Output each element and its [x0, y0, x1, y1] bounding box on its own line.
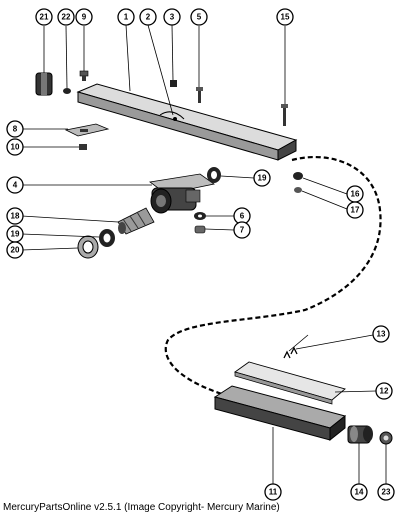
callout-label: 11 — [269, 488, 278, 497]
motor-housing-icon — [149, 173, 215, 214]
callout-label: 23 — [382, 488, 391, 497]
callout-13: 13 — [372, 325, 390, 343]
callout-label: 19 — [258, 174, 267, 183]
callout-15: 15 — [276, 8, 294, 26]
callout-3: 3 — [163, 8, 181, 26]
callout-label: 8 — [13, 125, 18, 134]
cap-nut-icon — [379, 431, 393, 445]
lock-nut-icon — [293, 172, 303, 193]
callout-label: 9 — [82, 13, 87, 22]
callout-label: 1 — [124, 13, 129, 22]
screw-icon — [79, 70, 89, 81]
callout-label: 17 — [351, 206, 360, 215]
leader-lines — [21, 24, 387, 484]
callout-label: 21 — [40, 13, 49, 22]
armature-sleeve-icon — [117, 207, 155, 235]
callout-label: 22 — [62, 13, 71, 22]
callout-1: 1 — [117, 8, 135, 26]
callout-label: 20 — [11, 246, 20, 255]
bracket-icon — [64, 123, 110, 137]
long-bolt-icon — [281, 104, 288, 126]
callout-4: 4 — [6, 176, 24, 194]
callout-20: 20 — [6, 241, 24, 259]
coupler-icon — [347, 425, 373, 444]
callout-label: 15 — [281, 13, 290, 22]
callout-19b: 19 — [6, 225, 24, 243]
callout-10: 10 — [6, 138, 24, 156]
callout-9: 9 — [75, 8, 93, 26]
ring-icon — [207, 167, 221, 183]
callout-12: 12 — [375, 382, 393, 400]
insert-icon — [170, 80, 177, 87]
mounting-rail-icon — [76, 83, 298, 161]
callout-22: 22 — [57, 8, 75, 26]
copyright-footer: MercuryPartsOnline v2.5.1 (Image Copyrig… — [3, 502, 280, 513]
callout-label: 19 — [11, 230, 20, 239]
nut-ring-icon — [77, 235, 99, 259]
callout-14: 14 — [350, 483, 368, 501]
callout-5: 5 — [190, 8, 208, 26]
callout-label: 6 — [240, 212, 245, 221]
flat-washer-icon — [194, 212, 206, 220]
callout-18: 18 — [6, 207, 24, 225]
callout-label: 16 — [351, 190, 360, 199]
retaining-ring-icon — [99, 229, 115, 247]
callout-label: 5 — [197, 13, 202, 22]
callout-8: 8 — [6, 120, 24, 138]
washer-icon — [63, 88, 71, 94]
callout-17: 17 — [346, 201, 364, 219]
tension-nut-icon — [35, 72, 53, 96]
cable-conduit-icon — [213, 385, 347, 442]
callout-label: 2 — [146, 13, 151, 22]
callout-label: 3 — [170, 13, 175, 22]
callout-21: 21 — [35, 8, 53, 26]
plastic-cover-icon — [233, 361, 346, 405]
dashed-cable-path — [164, 156, 382, 397]
callout-19a: 19 — [253, 169, 271, 187]
callout-23: 23 — [377, 483, 395, 501]
nut-icon — [79, 144, 87, 150]
callout-label: 4 — [13, 181, 18, 190]
callout-16: 16 — [346, 185, 364, 203]
callout-11: 11 — [264, 483, 282, 501]
callout-label: 14 — [355, 488, 364, 497]
bolt-icon — [196, 87, 203, 103]
callout-label: 7 — [240, 226, 245, 235]
small-nut-icon — [194, 225, 206, 234]
callout-label: 10 — [11, 143, 20, 152]
callout-label: 12 — [380, 387, 389, 396]
callout-label: 13 — [377, 330, 386, 339]
spring-contact-icon — [283, 346, 298, 359]
callout-label: 18 — [11, 212, 20, 221]
callout-7: 7 — [233, 221, 251, 239]
callout-2: 2 — [139, 8, 157, 26]
